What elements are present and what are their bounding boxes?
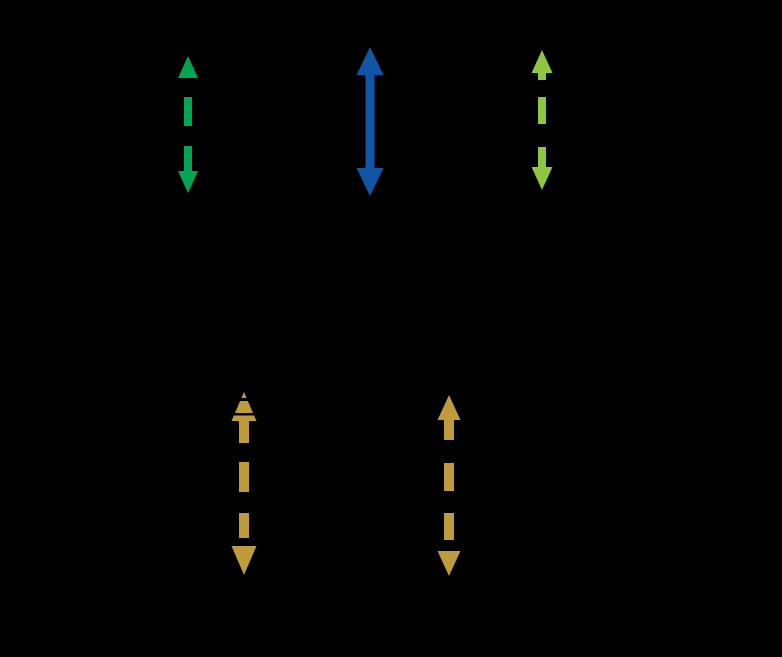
tan-dashed-double-arrow-right — [437, 395, 461, 576]
blue-solid-double-arrow — [356, 47, 384, 196]
light-green-dashed-double-arrow — [531, 50, 553, 190]
green-dashed-double-arrow — [178, 56, 198, 193]
tan-dashed-double-arrow-left — [228, 392, 260, 575]
